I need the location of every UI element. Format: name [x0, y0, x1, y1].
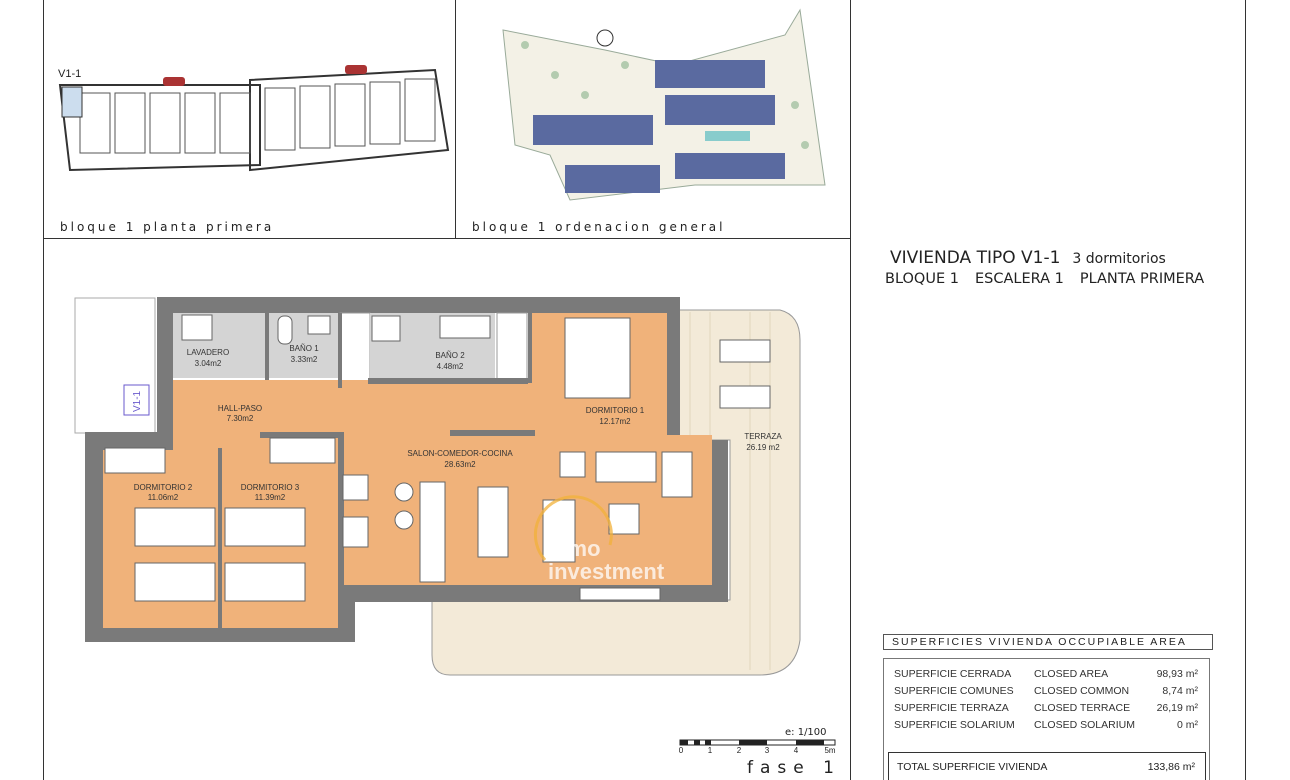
unit-type-title: VIVIENDA TIPO V1-1 3 dormitorios: [890, 249, 1166, 269]
total-value: 133,86 m²: [1147, 761, 1195, 773]
room-area: 26.19 m2: [746, 443, 780, 452]
scale-tick: 0: [679, 746, 684, 755]
room-area: 4.48m2: [437, 362, 464, 371]
scale-tick: 2: [737, 746, 742, 755]
area-total: TOTAL SUPERFICIE VIVIENDA 133,86 m²: [888, 752, 1206, 780]
room-label: SALON-COMEDOR-COCINA: [407, 449, 513, 458]
scale-label: e: 1/100: [785, 727, 827, 738]
scale-tick: 3: [765, 746, 770, 755]
frame-line: [850, 0, 851, 780]
block-label: BLOQUE 1: [885, 271, 959, 287]
room-terrace: [431, 309, 801, 676]
area-label-en: CLOSED TERRACE: [1034, 702, 1131, 714]
total-label: TOTAL SUPERFICIE VIVIENDA: [897, 761, 1048, 773]
frame-line: [43, 238, 850, 239]
scale-tick: 4: [794, 746, 799, 755]
room-label: TERRAZA: [744, 432, 782, 441]
watermark-line-2: investment: [548, 559, 665, 584]
room-label: HALL-PASO: [218, 404, 262, 413]
block-plan-unit-label: V1-1: [58, 68, 81, 80]
watermark-logo: inmo investment: [533, 495, 665, 584]
area-value: 98,93 m²: [1156, 668, 1198, 680]
area-value: 8,74 m²: [1162, 685, 1198, 697]
floor-label: PLANTA PRIMERA: [1079, 271, 1205, 287]
area-table-heading: SUPERFICIES VIVIENDA OCCUPIABLE AREA: [883, 634, 1213, 650]
area-row: SUPERFICIE COMUNES CLOSED COMMON 8,74 m²: [894, 685, 1204, 698]
room-label: DORMITORIO 1: [586, 406, 645, 415]
area-value: 0 m²: [1177, 719, 1198, 731]
scale-bar: 0 1 2 3 4 5m: [679, 739, 836, 755]
area-label-es: SUPERFICIE TERRAZA: [894, 702, 1009, 714]
site-plan-caption: bloque 1 ordenacion general: [472, 220, 726, 234]
block-plan-caption: bloque 1 planta primera: [60, 220, 275, 234]
area-label-en: CLOSED COMMON: [1034, 685, 1130, 697]
room-label: BAÑO 1: [289, 344, 319, 353]
room-label: 3.33m2: [291, 355, 318, 364]
frame-line: [43, 0, 44, 780]
north-arrow-icon: [596, 29, 614, 47]
area-value: 26,19 m²: [1156, 702, 1198, 714]
frame-line: [1245, 0, 1246, 780]
area-label-en: CLOSED AREA: [1034, 668, 1109, 680]
unit-tag: V1-1: [132, 390, 143, 412]
frame-line: [455, 0, 456, 238]
scale-tick: 1: [708, 746, 713, 755]
area-label-es: SUPERFICIE CERRADA: [894, 668, 1012, 680]
room-area: 7.30m2: [227, 414, 254, 423]
unit-location: BLOQUE 1 ESCALERA 1 PLANTA PRIMERA: [885, 271, 1220, 288]
area-label-es: SUPERFICIE COMUNES: [894, 685, 1014, 697]
scale-tick: 5m: [824, 746, 835, 755]
watermark-line-1: inmo: [548, 536, 601, 561]
area-row: SUPERFICIE SOLARIUM CLOSED SOLARIUM 0 m²: [894, 719, 1204, 732]
room-area: 12.17m2: [599, 417, 631, 426]
bedroom-count: 3 dormitorios: [1072, 251, 1166, 267]
floor-plan: inmo investment V1-1 LAVADERO 3.04m2 BAÑ…: [74, 297, 836, 755]
area-label-es: SUPERFICIE SOLARIUM: [894, 719, 1015, 731]
site-plan-drawing: [502, 8, 826, 201]
block-plan-drawing: V1-1: [58, 65, 450, 172]
room-area: 11.39m2: [255, 493, 286, 502]
double-bed: [564, 317, 631, 399]
room-area: 28.63m2: [444, 460, 476, 469]
area-table: SUPERFICIE CERRADA CLOSED AREA 98,93 m² SU…: [883, 658, 1210, 780]
area-label-en: CLOSED SOLARIUM: [1034, 719, 1135, 731]
area-row: SUPERFICIE TERRAZA CLOSED TERRACE 26,19 m²: [894, 702, 1204, 715]
unit-type: VIVIENDA TIPO V1-1: [890, 248, 1061, 268]
room-label: BAÑO 2: [435, 351, 465, 360]
room-area: 3.04m2: [195, 359, 222, 368]
room-label: DORMITORIO 2: [134, 483, 193, 492]
area-row: SUPERFICIE CERRADA CLOSED AREA 98,93 m²: [894, 668, 1204, 681]
stair-label: ESCALERA 1: [974, 271, 1064, 287]
phase-label: fase 1: [747, 758, 841, 778]
room-area: 11.06m2: [148, 493, 179, 502]
room-label: DORMITORIO 3: [241, 483, 300, 492]
room-label: LAVADERO: [187, 348, 229, 357]
